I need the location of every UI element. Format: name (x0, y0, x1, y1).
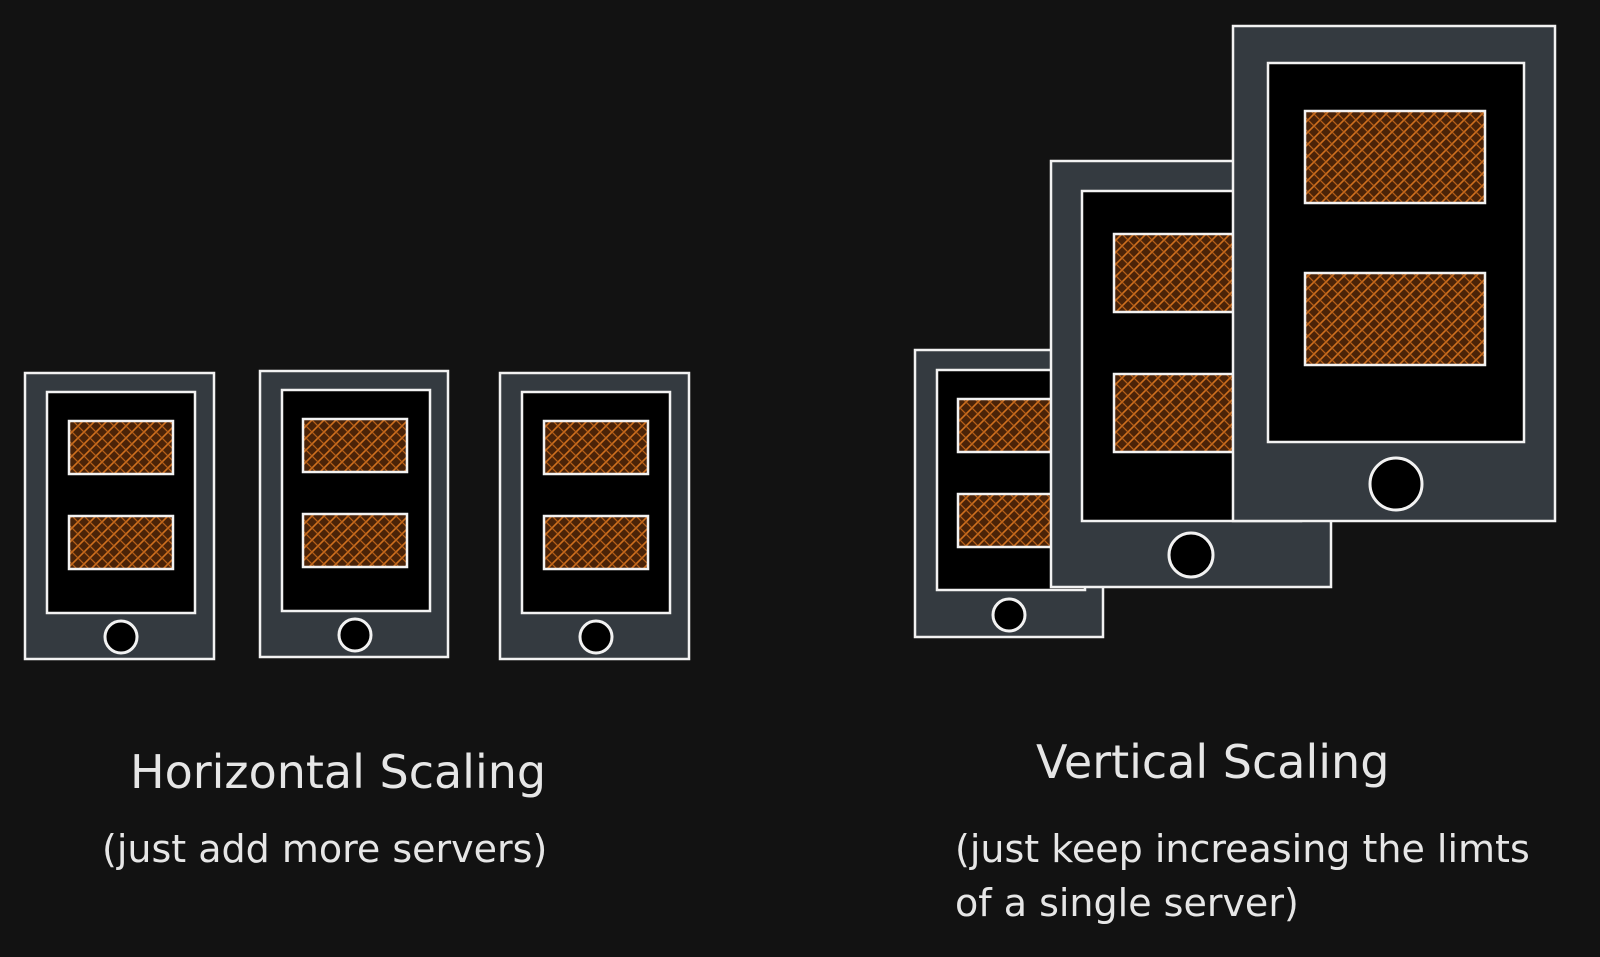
server-3 (498, 371, 691, 661)
horizontal-scaling-subtitle: (just add more servers) (102, 827, 548, 871)
horizontal-scaling-title: Horizontal Scaling (130, 745, 547, 799)
server-1 (23, 371, 216, 661)
server-large (1231, 24, 1557, 523)
server-2 (258, 369, 450, 659)
vertical-scaling-subtitle-line1: (just keep increasing the limts (955, 827, 1530, 871)
vertical-scaling-subtitle-line2: of a single server) (955, 881, 1299, 925)
vertical-scaling-title: Vertical Scaling (1036, 735, 1390, 789)
